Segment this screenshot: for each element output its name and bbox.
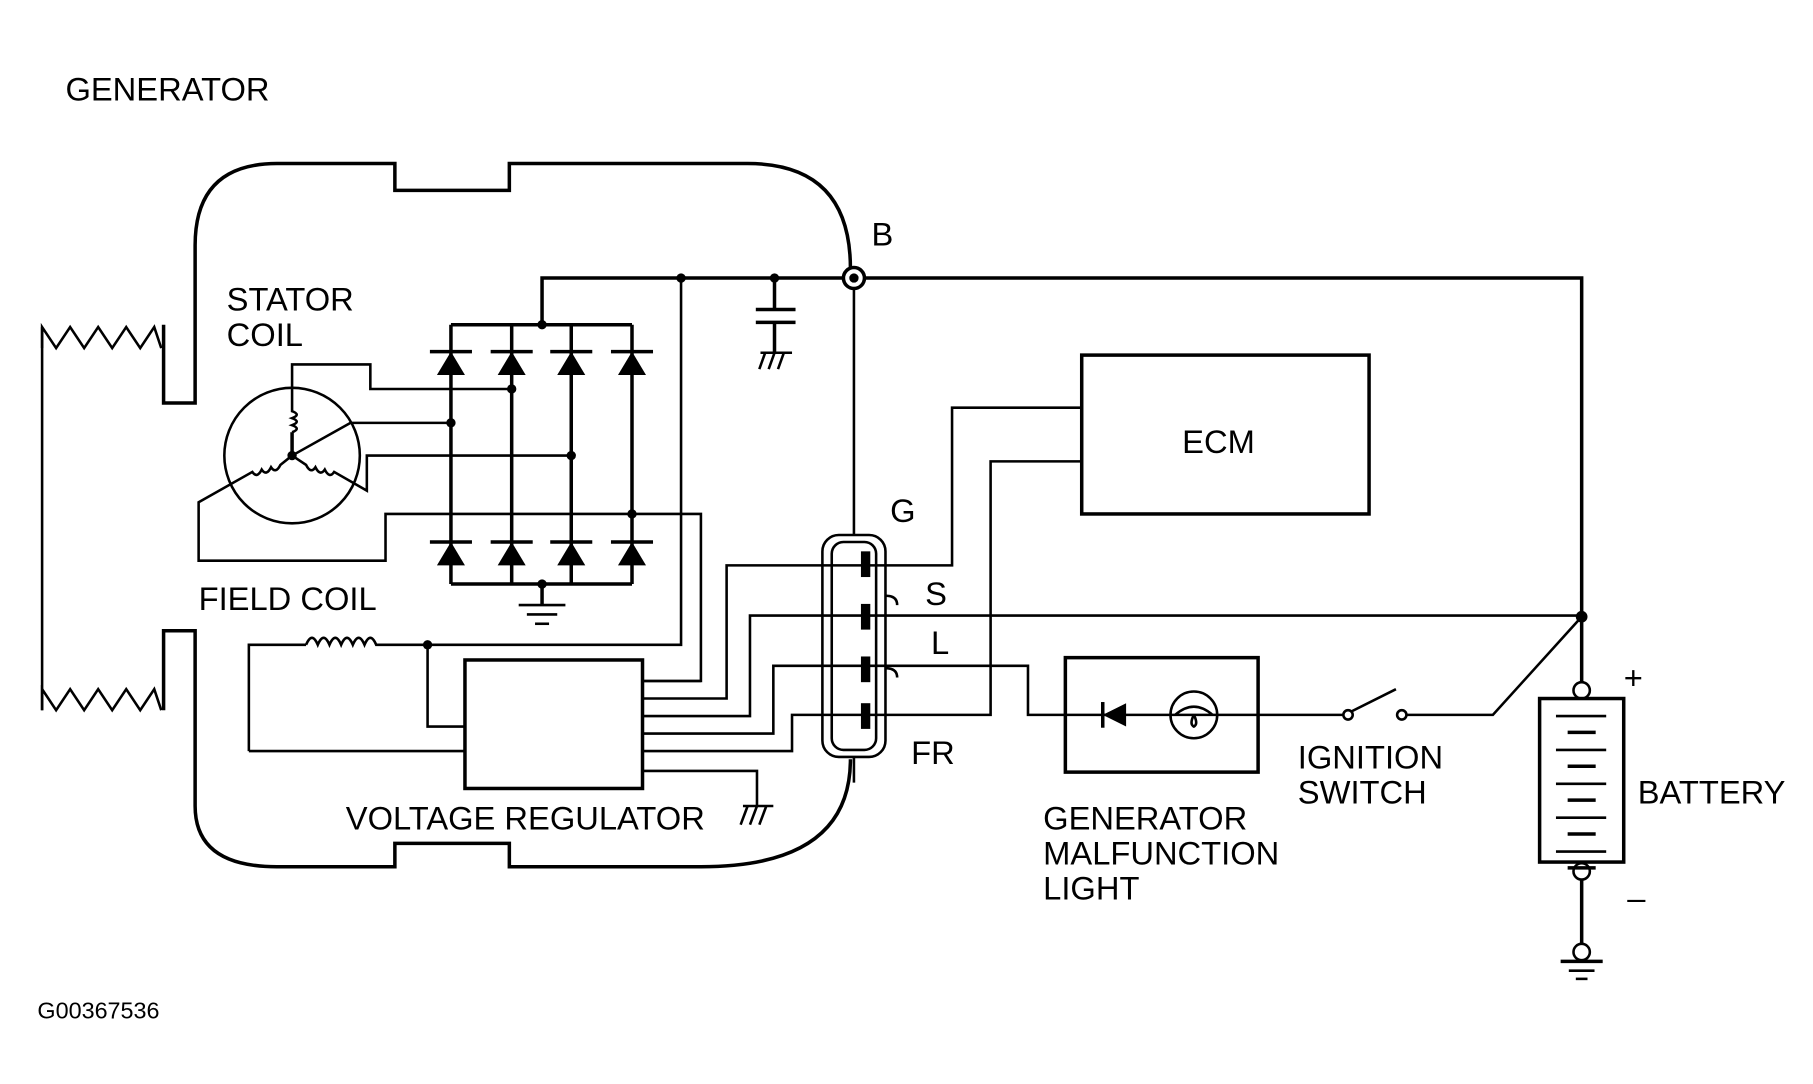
ignition-switch-label-2: SWITCH	[1298, 774, 1427, 811]
malfunction-light-label-2: MALFUNCTION	[1043, 834, 1279, 871]
figure-id: G00367536	[37, 998, 159, 1024]
stator-coil-label-1: STATOR	[227, 281, 354, 318]
battery	[1537, 616, 1626, 981]
ignition-switch-label-1: IGNITION	[1298, 739, 1443, 776]
generator-housing	[161, 161, 853, 869]
capacitor	[755, 278, 796, 370]
field-coil-label: FIELD COIL	[199, 580, 377, 617]
malfunction-light-label-1: GENERATOR	[1043, 799, 1247, 836]
field-coil	[247, 278, 683, 753]
ecm	[1079, 353, 1371, 516]
regulator-wires	[642, 406, 1582, 826]
terminal-s-label: S	[925, 575, 947, 612]
terminal-b-label: B	[871, 215, 893, 252]
ignition-switch	[1342, 615, 1583, 721]
diode-group	[429, 349, 654, 375]
voltage-regulator	[463, 658, 645, 791]
terminal-l-label: L	[931, 624, 949, 661]
rectifier-bridge	[429, 320, 654, 626]
ecm-label: ECM	[1182, 423, 1255, 460]
diagram-title: GENERATOR	[65, 70, 269, 107]
pulley-belt	[40, 322, 163, 713]
battery-label: BATTERY	[1638, 774, 1786, 811]
terminal-fr-label: FR	[911, 734, 955, 771]
stator-coil	[197, 363, 703, 683]
connector: G S L FR	[821, 492, 955, 771]
diode-group	[429, 540, 654, 566]
battery-plus-label: +	[1624, 659, 1643, 696]
battery-minus-label: –	[1627, 879, 1646, 916]
generator-malfunction-light	[1063, 655, 1344, 774]
malfunction-light-label-3: LIGHT	[1043, 869, 1139, 906]
terminal-g-label: G	[890, 492, 915, 529]
voltage-regulator-label: VOLTAGE REGULATOR	[346, 799, 705, 836]
stator-coil-label-2: COIL	[227, 316, 303, 353]
